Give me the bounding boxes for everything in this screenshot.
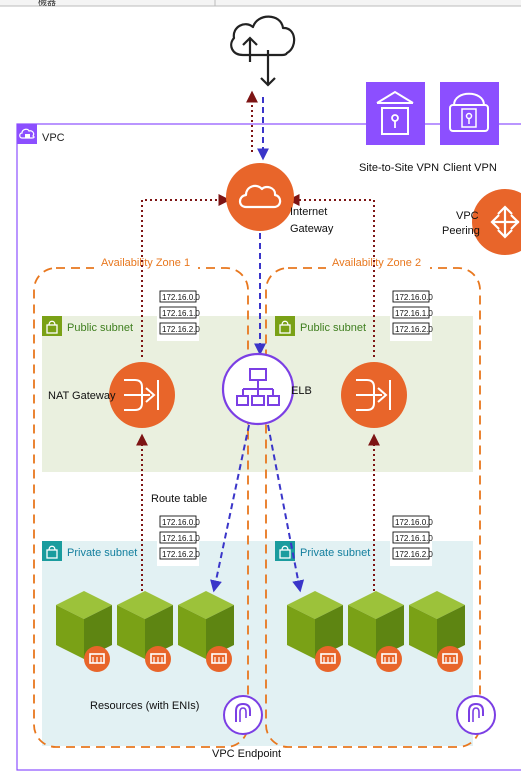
- client-vpn-icon: [440, 82, 499, 145]
- availability-zone-1: [33, 267, 249, 748]
- ec2-instance-icon: [287, 591, 343, 659]
- ec2-instance-icon: [409, 591, 465, 659]
- top-fragment-text: 機器: [38, 0, 56, 7]
- public-subnet-icon-1: [42, 316, 62, 336]
- public-subnet-icon-2: [275, 316, 295, 336]
- site-to-site-vpn-icon: [366, 82, 425, 145]
- public-subnet-label-1: Public subnet: [67, 322, 133, 334]
- route-table-az1-public: 172.16.0.0 172.16.1.0 172.16.2.0: [157, 288, 200, 341]
- route-entry: 172.16.0.0: [162, 293, 200, 302]
- nat-gateway-icon-1: [109, 362, 175, 428]
- ec2-instance-icon: [348, 591, 404, 659]
- client-vpn-label: Client VPN: [443, 162, 497, 174]
- elb-label: ELB: [291, 385, 312, 397]
- site-to-site-vpn-label: Site-to-Site VPN: [359, 162, 439, 174]
- route-table-az2-public: 172.16.0.0 172.16.1.0 172.16.2.0: [390, 288, 433, 341]
- resources-label: Resources (with ENIs): [90, 700, 199, 712]
- route-entry: 172.16.0.0: [162, 518, 200, 527]
- internet-gateway-icon: [226, 163, 294, 231]
- vpc-icon: [17, 124, 37, 144]
- route-table-az1-private: 172.16.0.0 172.16.1.0 172.16.2.0: [157, 513, 200, 566]
- route-entry: 172.16.2.0: [162, 550, 200, 559]
- route-entry: 172.16.1.0: [395, 534, 433, 543]
- vpc-endpoint-icon-1: [223, 695, 263, 735]
- private-subnet-label-2: Private subnet: [300, 547, 370, 559]
- nat-gateway-label: NAT Gateway: [48, 390, 116, 402]
- private-subnet-label-1: Private subnet: [67, 547, 137, 559]
- elb-icon: [221, 352, 295, 426]
- vpc-boundary: [16, 123, 521, 771]
- availability-zone-2: [265, 267, 481, 748]
- private-subnet-icon-1: [42, 541, 62, 561]
- internet-cloud-icon: [230, 15, 296, 87]
- vpc-endpoint-icon-2: [456, 695, 496, 735]
- vpc-peering-label-2: Peering: [442, 225, 480, 237]
- route-entry: 172.16.1.0: [162, 534, 200, 543]
- vpc-endpoint-label: VPC Endpoint: [212, 748, 281, 760]
- internet-gateway-label-2: Gateway: [290, 223, 334, 235]
- nat-route-arrows: [136, 90, 380, 601]
- public-subnet-label-2: Public subnet: [300, 322, 366, 334]
- az1-label: Availability Zone 1: [101, 257, 190, 269]
- route-entry: 172.16.1.0: [395, 309, 433, 318]
- elb-traffic-arrows: [210, 97, 305, 593]
- route-entry: 172.16.2.0: [395, 325, 433, 334]
- vpc-label: VPC: [42, 132, 65, 144]
- vpc-peering-label-1: VPC: [456, 210, 479, 222]
- route-entry: 172.16.1.0: [162, 309, 200, 318]
- route-entry: 172.16.2.0: [162, 325, 200, 334]
- eni-badge-icon: [145, 646, 171, 672]
- eni-badge-icon: [315, 646, 341, 672]
- az2-label: Availability Zone 2: [332, 257, 421, 269]
- eni-badge-icon: [206, 646, 232, 672]
- private-subnet-icon-2: [275, 541, 295, 561]
- route-entry: 172.16.0.0: [395, 518, 433, 527]
- ec2-instance-icon: [117, 591, 173, 659]
- route-entry: 172.16.2.0: [395, 550, 433, 559]
- route-entry: 172.16.0.0: [395, 293, 433, 302]
- eni-badge-icon: [84, 646, 110, 672]
- vpc-peering-icon: [472, 189, 521, 255]
- internet-gateway-label-1: Internet: [290, 206, 327, 218]
- ec2-instance-icon: [56, 591, 112, 659]
- nat-gateway-icon-2: [341, 362, 407, 428]
- route-table-az2-private: 172.16.0.0 172.16.1.0 172.16.2.0: [390, 513, 433, 566]
- route-table-label: Route table: [151, 493, 207, 505]
- ec2-instance-icon: [178, 591, 234, 659]
- eni-badge-icon: [437, 646, 463, 672]
- eni-badge-icon: [376, 646, 402, 672]
